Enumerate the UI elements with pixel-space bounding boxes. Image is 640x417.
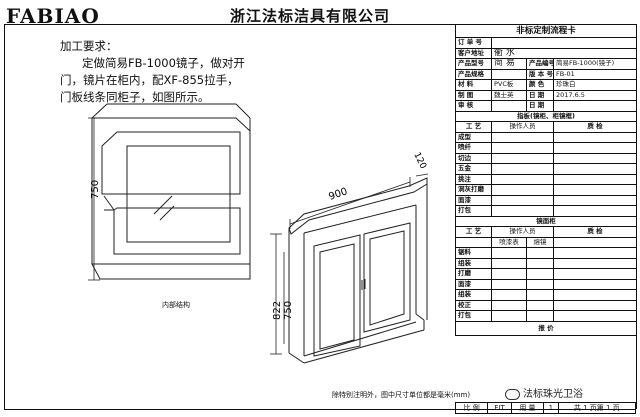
depth-label: 120 (411, 151, 428, 171)
operator-label: 操作人员 (491, 121, 554, 133)
process-card: 非标定制流程卡 订 单 号 客户地址衢 水 产品型号简 易产品编号简易FB-10… (454, 24, 638, 336)
operator2-label: 操作人员 (491, 226, 554, 238)
step1-5: 洞灰打磨 (455, 184, 492, 196)
order-no-value (490, 37, 638, 49)
material-label: 材 料 (455, 79, 492, 91)
left-border (4, 24, 5, 409)
section2-title: 镜面柜 (454, 215, 638, 227)
company-name: 浙江法标洁具有限公司 (230, 7, 391, 25)
proc2-label: 工 艺 (455, 226, 492, 238)
step2-5: 校正 (455, 299, 492, 311)
watermark-text: 法标珠光卫浴 (523, 389, 583, 400)
sub-label-1: 熔镜 (526, 236, 554, 248)
inner-height-label: 750 (283, 301, 294, 320)
header-divider (4, 24, 636, 25)
step1-7: 打包 (455, 205, 492, 217)
left-height-label: 750 (90, 180, 101, 199)
qty-label: 用 量 (510, 402, 545, 414)
step2-0: 锯料 (455, 247, 492, 259)
width-dimension (289, 173, 429, 229)
material-value: PVC板 (491, 79, 527, 91)
scale-label: 比 例 (454, 402, 489, 414)
drawing-caption: 内部结构 (162, 301, 190, 309)
left-height-dimension (88, 117, 100, 281)
maker-label: 制 图 (455, 89, 492, 101)
requirements-block: 加工要求： 定做简易FB-1000镜子，做对开 门，镜片在柜内，配XF-855拉… (60, 38, 250, 106)
model-value: 简 易 (491, 58, 527, 70)
step1-1: 喷纤 (455, 142, 492, 154)
page-count: 共 1 页第 1 页 (557, 402, 637, 414)
step2-2: 打磨 (455, 268, 492, 280)
step2-1: 组装 (455, 257, 492, 269)
product-no-label: 产品编号 (526, 58, 554, 70)
footer-table: 比 例 FIT 用 量 1 共 1 页第 1 页 (454, 402, 637, 414)
quote-label: 报 价 (454, 320, 638, 336)
step2-4: 组装 (455, 289, 492, 301)
step1-4: 挑注 (455, 173, 492, 185)
model-label: 产品型号 (455, 58, 492, 70)
spec-value (491, 68, 527, 80)
proc-label: 工 艺 (455, 121, 492, 133)
quality2-label: 质 检 (552, 226, 638, 238)
scale-value: FIT (487, 402, 512, 414)
quality-label: 质 检 (552, 121, 638, 133)
color-value: 珍珠白 (552, 79, 638, 91)
version-label: 版 本 号 (526, 68, 554, 80)
cabinet-height-dimensions (270, 233, 285, 355)
requirements-title: 加工要求： (60, 39, 118, 53)
cabinet-drawing (288, 177, 428, 364)
sub-label-0: 喷漆表 (491, 236, 527, 248)
unit-note: 除特别注明外，图中尺寸单位都是毫米(mm) (332, 391, 471, 399)
requirements-line-2: 门，镜片在柜内，配XF-855拉手， (60, 73, 239, 87)
watermark: 法标珠光卫浴 (505, 385, 583, 400)
step2-3: 面漆 (455, 278, 492, 290)
requirements-line-3: 门板线条同柜子，如图所示。 (60, 90, 210, 104)
qty-value: 1 (543, 402, 559, 414)
customer-label: 客户地址 (455, 47, 492, 59)
step1-6: 面漆 (455, 194, 492, 206)
bottom-border (4, 409, 636, 410)
step1-2: 切边 (455, 152, 492, 164)
wechat-icon (505, 388, 520, 400)
color-label: 颜 色 (526, 79, 554, 91)
customer-value: 衢 水 (490, 47, 638, 59)
step2-6: 打包 (455, 310, 492, 322)
frame-drawing (91, 103, 251, 280)
requirements-line-1: 定做简易FB-1000镜子，做对开 (82, 56, 245, 70)
version-value: FB-01 (552, 68, 638, 80)
date-value: 2017.6.5 (552, 89, 638, 101)
review-date-label: 日 期 (526, 100, 554, 112)
review-label: 审 核 (455, 100, 492, 112)
review-date-value (552, 100, 638, 112)
technical-drawing: 750 900 120 822 750 (88, 103, 429, 364)
section1-title: 指板(镜柜、柜镜框) (454, 110, 638, 122)
spec-label: 产品规格 (455, 68, 492, 80)
product-no-value: 简易FB-1000(镜子) (552, 58, 638, 70)
outer-height-label: 822 (272, 301, 283, 320)
date-label: 日 期 (526, 89, 554, 101)
order-no-label: 订 单 号 (455, 37, 492, 49)
step1-0: 成型 (455, 131, 492, 143)
width-label: 900 (327, 186, 349, 203)
review-value (491, 100, 527, 112)
maker-value: 魏士英 (491, 89, 527, 101)
step1-3: 五金 (455, 163, 492, 175)
card-title: 非标定制流程卡 (454, 24, 638, 38)
